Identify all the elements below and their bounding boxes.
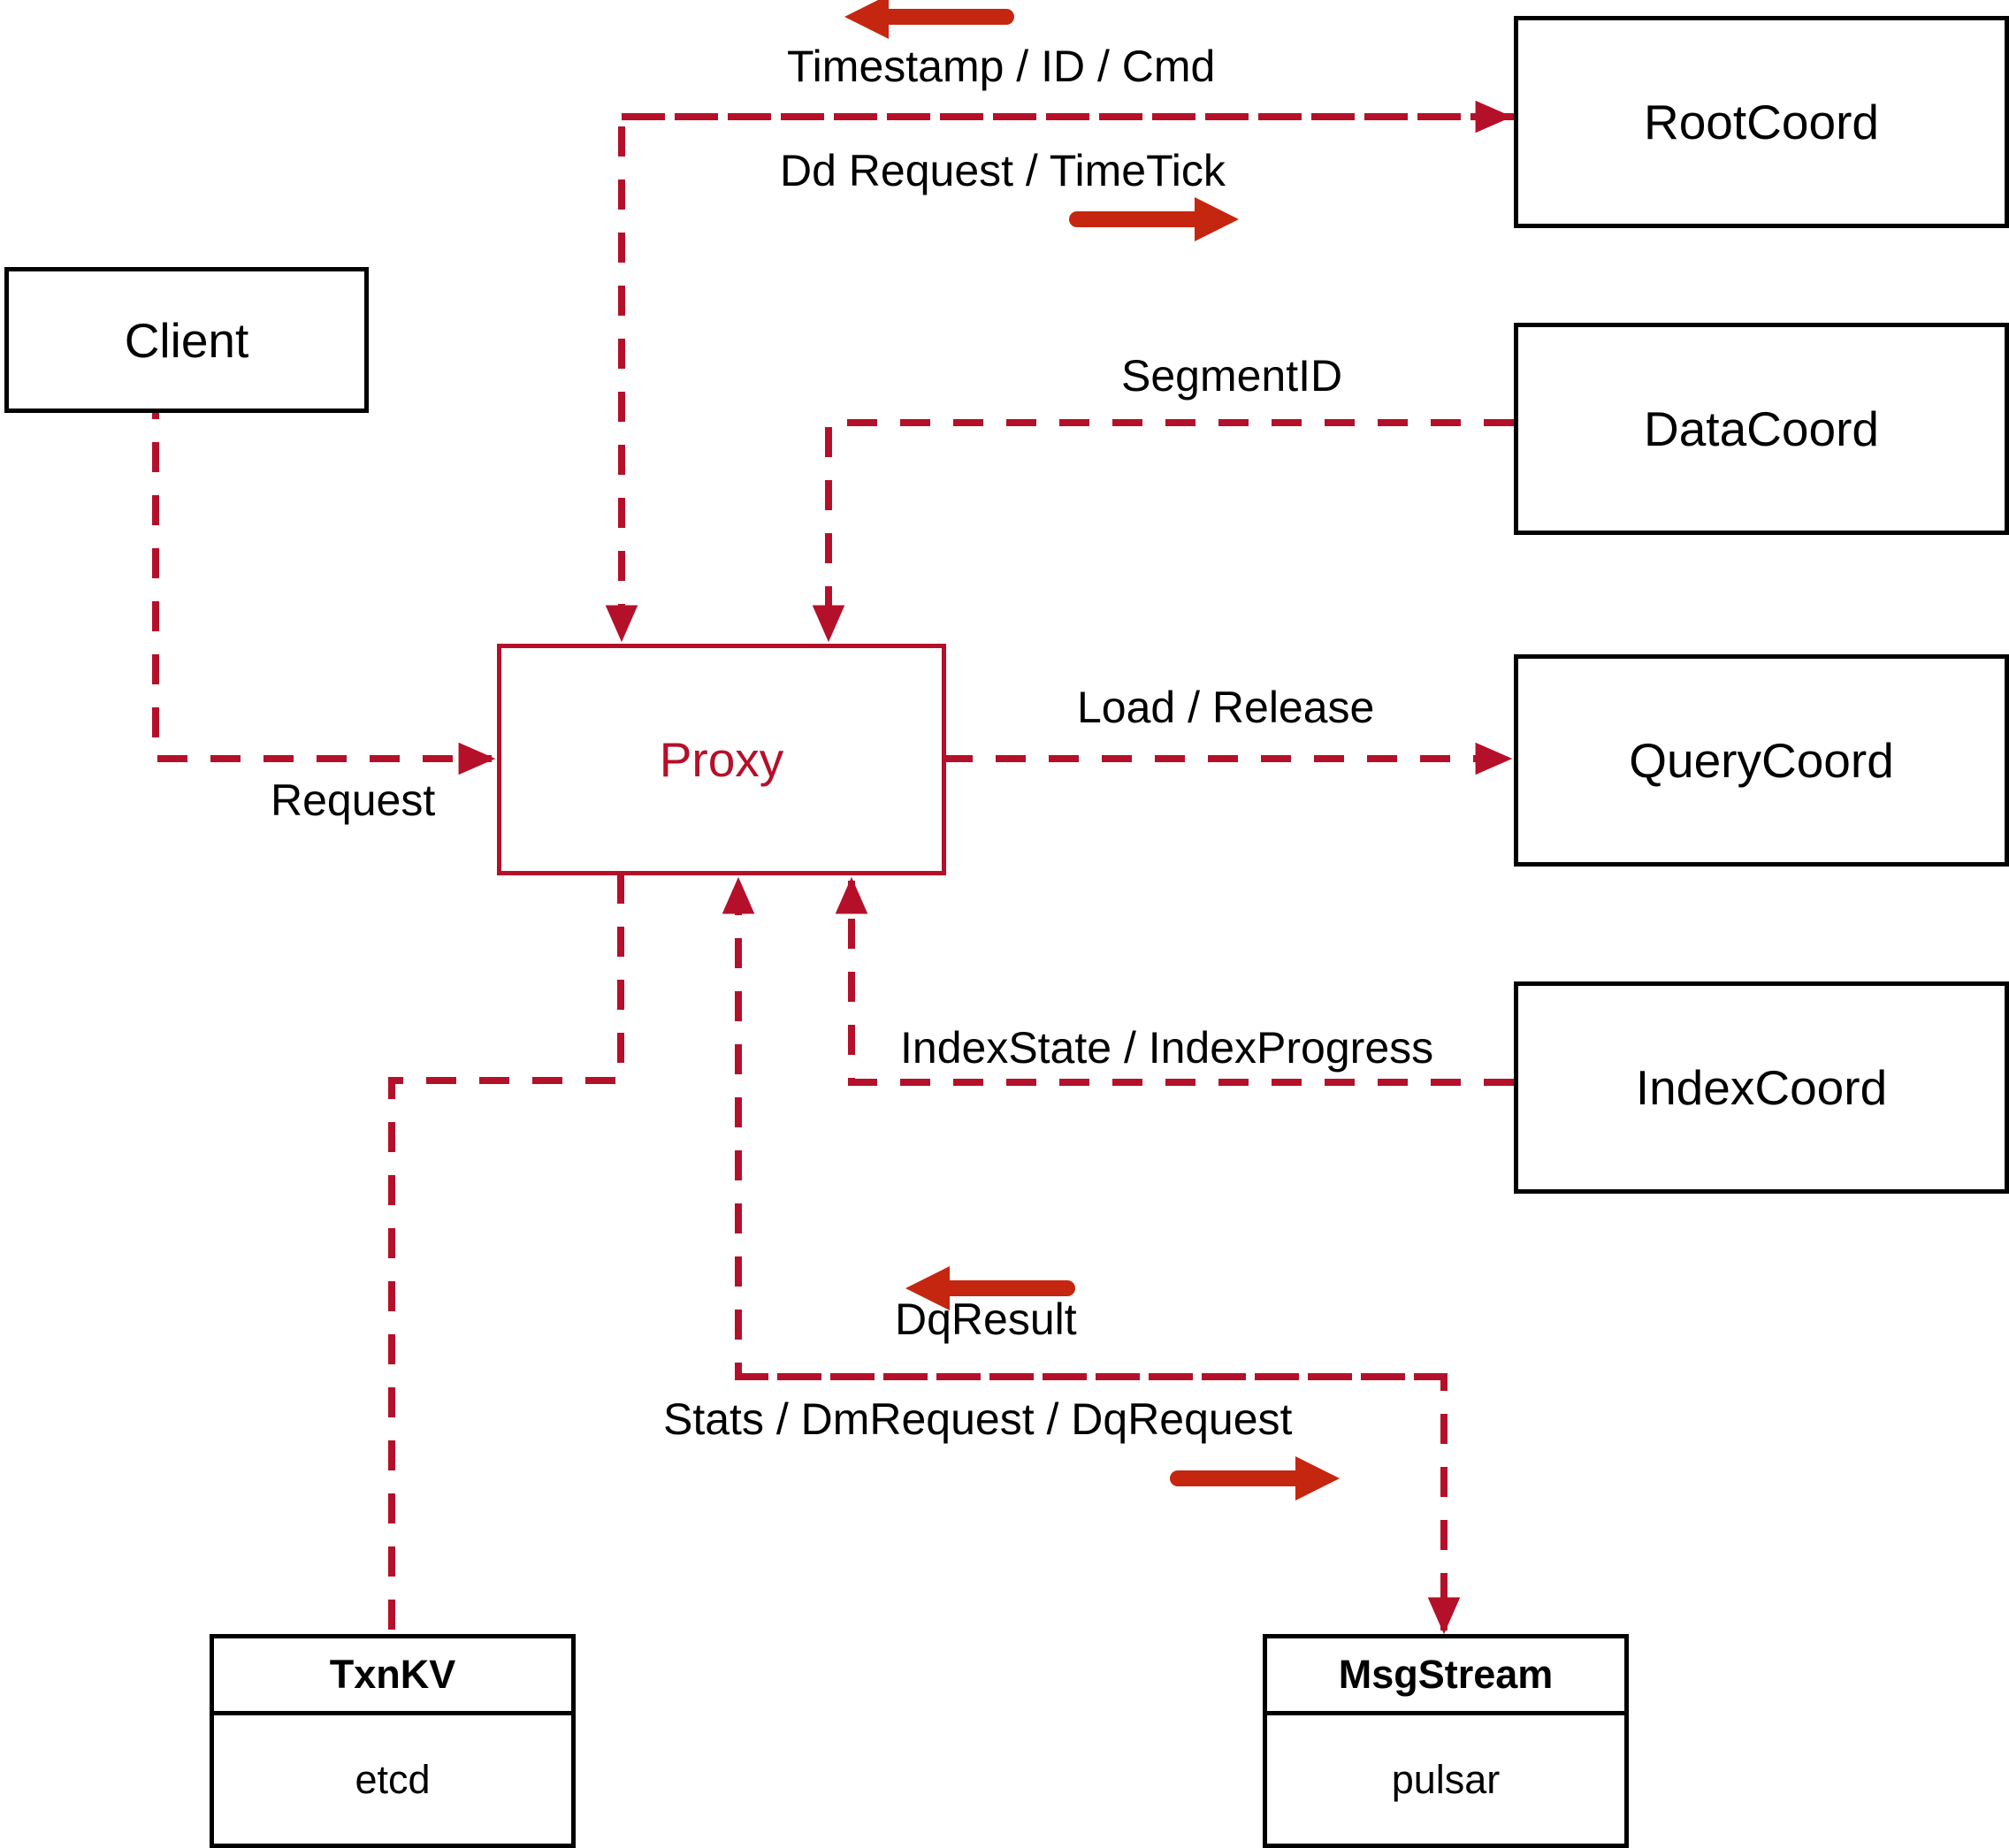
node-msgstream-header: MsgStream [1267, 1638, 1624, 1715]
arrow-left-icon-timestamp [844, 0, 1014, 39]
edge-request [152, 389, 496, 775]
node-query-coord-label: QueryCoord [1629, 733, 1894, 788]
node-index-coord-label: IndexCoord [1635, 1060, 1888, 1115]
edge-label-segment-id: SegmentID [1121, 351, 1343, 401]
node-client[interactable]: Client [4, 267, 369, 413]
node-query-coord[interactable]: QueryCoord [1514, 654, 2009, 867]
node-data-coord[interactable]: DataCoord [1514, 323, 2009, 535]
edge-label-stats-dm-dq-request: Stats / DmRequest / DqRequest [663, 1394, 1293, 1444]
node-index-coord[interactable]: IndexCoord [1514, 981, 2009, 1194]
node-txnkv-header: TxnKV [214, 1638, 571, 1715]
edge-index-state-progress [835, 876, 1514, 1086]
arrow-left-icon-dq-result [905, 1266, 1075, 1310]
edge-dq-result [722, 876, 1444, 1380]
arrow-right-icon-stats [1170, 1456, 1340, 1501]
edge-segment-id [812, 419, 1514, 643]
node-client-label: Client [124, 312, 249, 368]
edge-timestamp-id-cmd [605, 113, 1514, 643]
node-root-coord-label: RootCoord [1644, 95, 1879, 149]
node-proxy[interactable]: Proxy [497, 644, 946, 875]
node-txnkv[interactable]: TxnKV etcd [210, 1634, 576, 1848]
edge-label-load-release: Load / Release [1077, 683, 1375, 732]
node-msgstream[interactable]: MsgStream pulsar [1263, 1634, 1629, 1848]
node-root-coord[interactable]: RootCoord [1514, 16, 2009, 228]
edge-label-request: Request [271, 775, 436, 825]
node-msgstream-body: pulsar [1391, 1756, 1501, 1802]
edge-stats-dm-dq-request [738, 1373, 1461, 1635]
arrow-right-icon-dd-request [1069, 197, 1239, 241]
node-data-coord-label: DataCoord [1644, 401, 1879, 456]
edge-label-dq-result: DqResult [895, 1294, 1077, 1344]
node-proxy-label: Proxy [659, 732, 784, 787]
node-txnkv-body: etcd [355, 1756, 431, 1802]
edge-label-index-state-progress: IndexState / IndexProgress [900, 1023, 1434, 1073]
edge-label-dd-request-timetick: Dd Request / TimeTick [780, 146, 1226, 195]
edge-label-timestamp-id-cmd: Timestamp / ID / Cmd [787, 42, 1216, 91]
edge-txnkv [388, 874, 624, 1630]
